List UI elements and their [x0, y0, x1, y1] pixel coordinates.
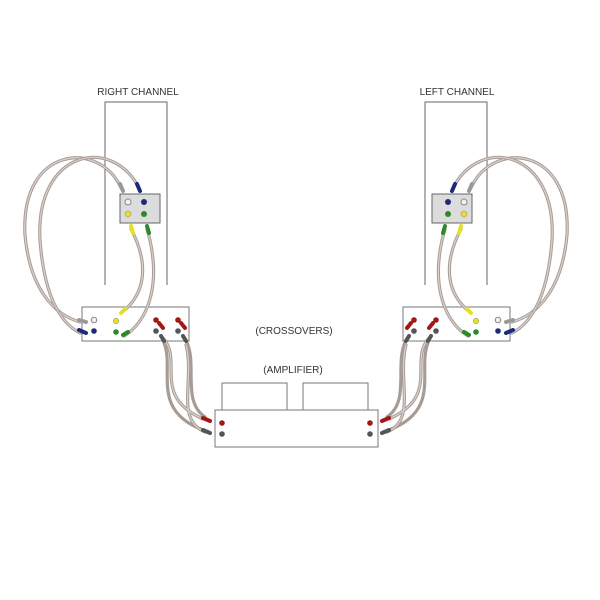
- left-channel-wiring: [380, 100, 570, 435]
- amplifier-label: (AMPLIFIER): [263, 365, 322, 376]
- crossovers-label: (CROSSOVERS): [255, 326, 332, 337]
- left-channel-label: LEFT CHANNEL: [420, 87, 495, 98]
- right-channel-label: RIGHT CHANNEL: [97, 87, 179, 98]
- amplifier-box: [214, 409, 379, 448]
- right-channel-wiring: [22, 100, 212, 435]
- amplifier-top-module-left: [221, 382, 288, 412]
- amplifier-top-module-right: [302, 382, 369, 412]
